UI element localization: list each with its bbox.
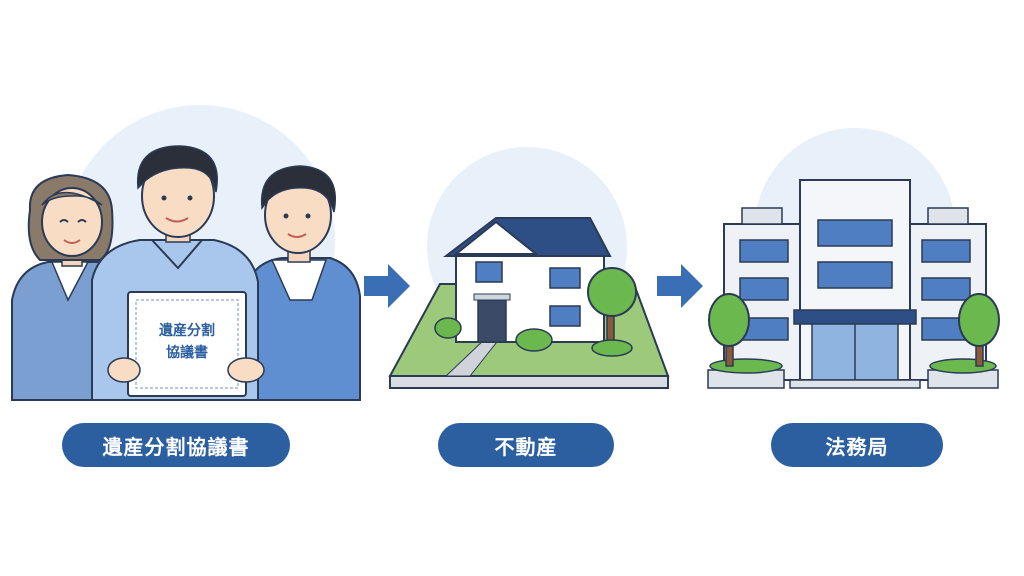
right-man-figure	[245, 165, 361, 401]
arrow-right-icon	[657, 264, 703, 308]
building-illustration	[707, 128, 1000, 389]
house-illustration	[388, 147, 670, 389]
arrow-right-icon	[364, 264, 410, 308]
hands	[107, 357, 265, 383]
label-legal-affairs-bureau: 法務局	[771, 423, 943, 467]
label-real-estate: 不動産	[438, 423, 614, 467]
label-agreement: 遺産分割協議書	[62, 423, 290, 467]
agreement-document: 遺産分割 協議書	[127, 291, 247, 397]
document-title-line2: 協議書	[166, 344, 208, 361]
family-illustration: 遺産分割 協議書	[11, 105, 361, 401]
document-title-line1: 遺産分割	[159, 322, 215, 339]
